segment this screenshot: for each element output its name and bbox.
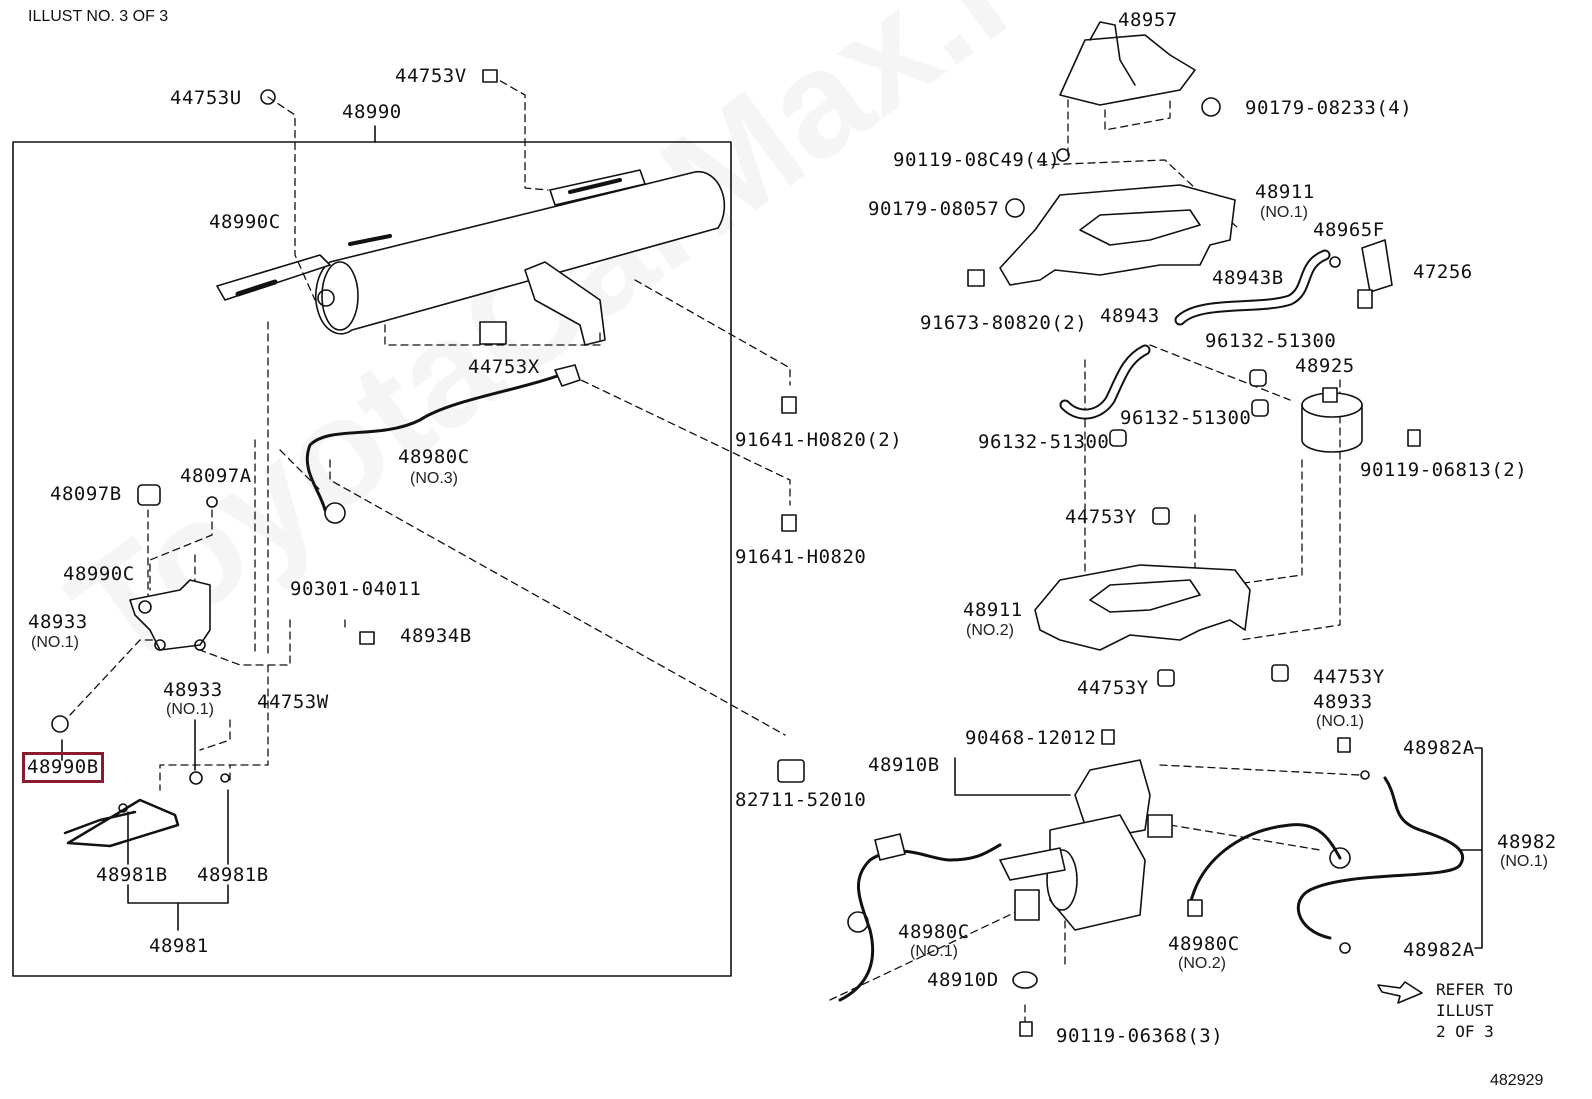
part-sublabel-no1-c: (NO.1) — [1316, 713, 1364, 730]
part-label-96132-51300-a[interactable]: 96132-51300 — [1205, 330, 1337, 352]
refer-note-line2: ILLUST — [1436, 1001, 1494, 1020]
part-label-48910B[interactable]: 48910B — [868, 754, 940, 776]
part-label-48981B-a[interactable]: 48981B — [96, 864, 168, 886]
part-label-48911-no1[interactable]: 48911 — [1255, 181, 1315, 203]
part-label-48911-no2[interactable]: 48911 — [963, 599, 1023, 621]
part-label-90119-06368-3[interactable]: 90119-06368(3) — [1056, 1025, 1224, 1047]
part-label-48990C-lower[interactable]: 48990C — [63, 563, 135, 585]
part-label-91641-H0820-2[interactable]: 91641-H0820(2) — [735, 429, 903, 451]
part-label-48981B-b[interactable]: 48981B — [197, 864, 269, 886]
part-label-48980C-no1[interactable]: 48980C — [898, 921, 970, 943]
part-label-44753Y-a[interactable]: 44753Y — [1065, 506, 1137, 528]
part-label-48990[interactable]: 48990 — [342, 101, 402, 123]
part-sublabel-no2-48911: (NO.2) — [966, 622, 1014, 639]
part-label-48982A-b[interactable]: 48982A — [1403, 939, 1475, 961]
part-label-48933-a[interactable]: 48933 — [28, 611, 88, 633]
part-label-47256[interactable]: 47256 — [1413, 261, 1473, 283]
part-label-48097B[interactable]: 48097B — [50, 483, 122, 505]
part-label-90179-08057[interactable]: 90179-08057 — [868, 198, 1000, 220]
part-label-48933-c[interactable]: 48933 — [1313, 691, 1373, 713]
part-label-48990B-highlighted[interactable]: 48990B — [22, 752, 104, 783]
refer-note-line1: REFER TO — [1436, 980, 1514, 999]
part-label-48980C-no3[interactable]: 48980C — [398, 446, 470, 468]
part-label-48965F[interactable]: 48965F — [1313, 219, 1385, 241]
part-sublabel-no2-48980C: (NO.2) — [1178, 955, 1226, 972]
part-label-48982A-a[interactable]: 48982A — [1403, 737, 1475, 759]
part-sublabel-no1-48980C: (NO.1) — [910, 943, 958, 960]
part-label-48910D[interactable]: 48910D — [927, 969, 999, 991]
part-label-90301-04011[interactable]: 90301-04011 — [290, 578, 422, 600]
part-label-48925[interactable]: 48925 — [1295, 355, 1355, 377]
part-label-48980C-no2[interactable]: 48980C — [1168, 933, 1240, 955]
part-label-48990C[interactable]: 48990C — [209, 211, 281, 233]
part-label-96132-51300-c[interactable]: 96132-51300 — [978, 431, 1110, 453]
part-label-48981[interactable]: 48981 — [149, 935, 209, 957]
part-label-91673-80820-2[interactable]: 91673-80820(2) — [920, 312, 1088, 334]
part-label-90119-08C49-4[interactable]: 90119-08C49(4) — [893, 149, 1061, 171]
part-label-44753Y-c[interactable]: 44753Y — [1313, 666, 1385, 688]
part-label-82711-52010[interactable]: 82711-52010 — [735, 789, 867, 811]
illustration-title: ILLUST NO. 3 OF 3 — [28, 8, 169, 25]
accumulator-tank-shape — [216, 169, 726, 346]
part-label-48943B[interactable]: 48943B — [1212, 267, 1284, 289]
part-label-48982[interactable]: 48982 — [1497, 831, 1557, 853]
part-label-44753X[interactable]: 44753X — [468, 356, 540, 378]
assembly-frame — [12, 141, 732, 977]
part-label-48957[interactable]: 48957 — [1118, 9, 1178, 31]
part-sublabel-no3: (NO.3) — [410, 470, 458, 487]
part-label-90179-08233-4[interactable]: 90179-08233(4) — [1245, 97, 1413, 119]
part-label-91641-H0820[interactable]: 91641-H0820 — [735, 546, 867, 568]
part-sublabel-no1-48982: (NO.1) — [1500, 853, 1548, 870]
part-label-44753U[interactable]: 44753U — [170, 87, 242, 109]
part-label-90119-06813-2[interactable]: 90119-06813(2) — [1360, 459, 1528, 481]
part-label-48934B[interactable]: 48934B — [400, 625, 472, 647]
part-label-48943[interactable]: 48943 — [1100, 305, 1160, 327]
part-sublabel-no1-b: (NO.1) — [166, 701, 214, 718]
part-label-48097A[interactable]: 48097A — [180, 465, 252, 487]
part-label-48933-b[interactable]: 48933 — [163, 679, 223, 701]
part-label-44753V[interactable]: 44753V — [395, 65, 467, 87]
part-label-44753W[interactable]: 44753W — [257, 691, 329, 713]
refer-note-line3: 2 OF 3 — [1436, 1022, 1494, 1041]
part-label-96132-51300-b[interactable]: 96132-51300 — [1120, 407, 1252, 429]
part-label-90468-12012[interactable]: 90468-12012 — [965, 727, 1097, 749]
part-label-44753Y-b[interactable]: 44753Y — [1077, 677, 1149, 699]
part-sublabel-no1-48911: (NO.1) — [1260, 204, 1308, 221]
part-sublabel-no1-a: (NO.1) — [31, 634, 79, 651]
figure-number: 482929 — [1490, 1072, 1544, 1089]
